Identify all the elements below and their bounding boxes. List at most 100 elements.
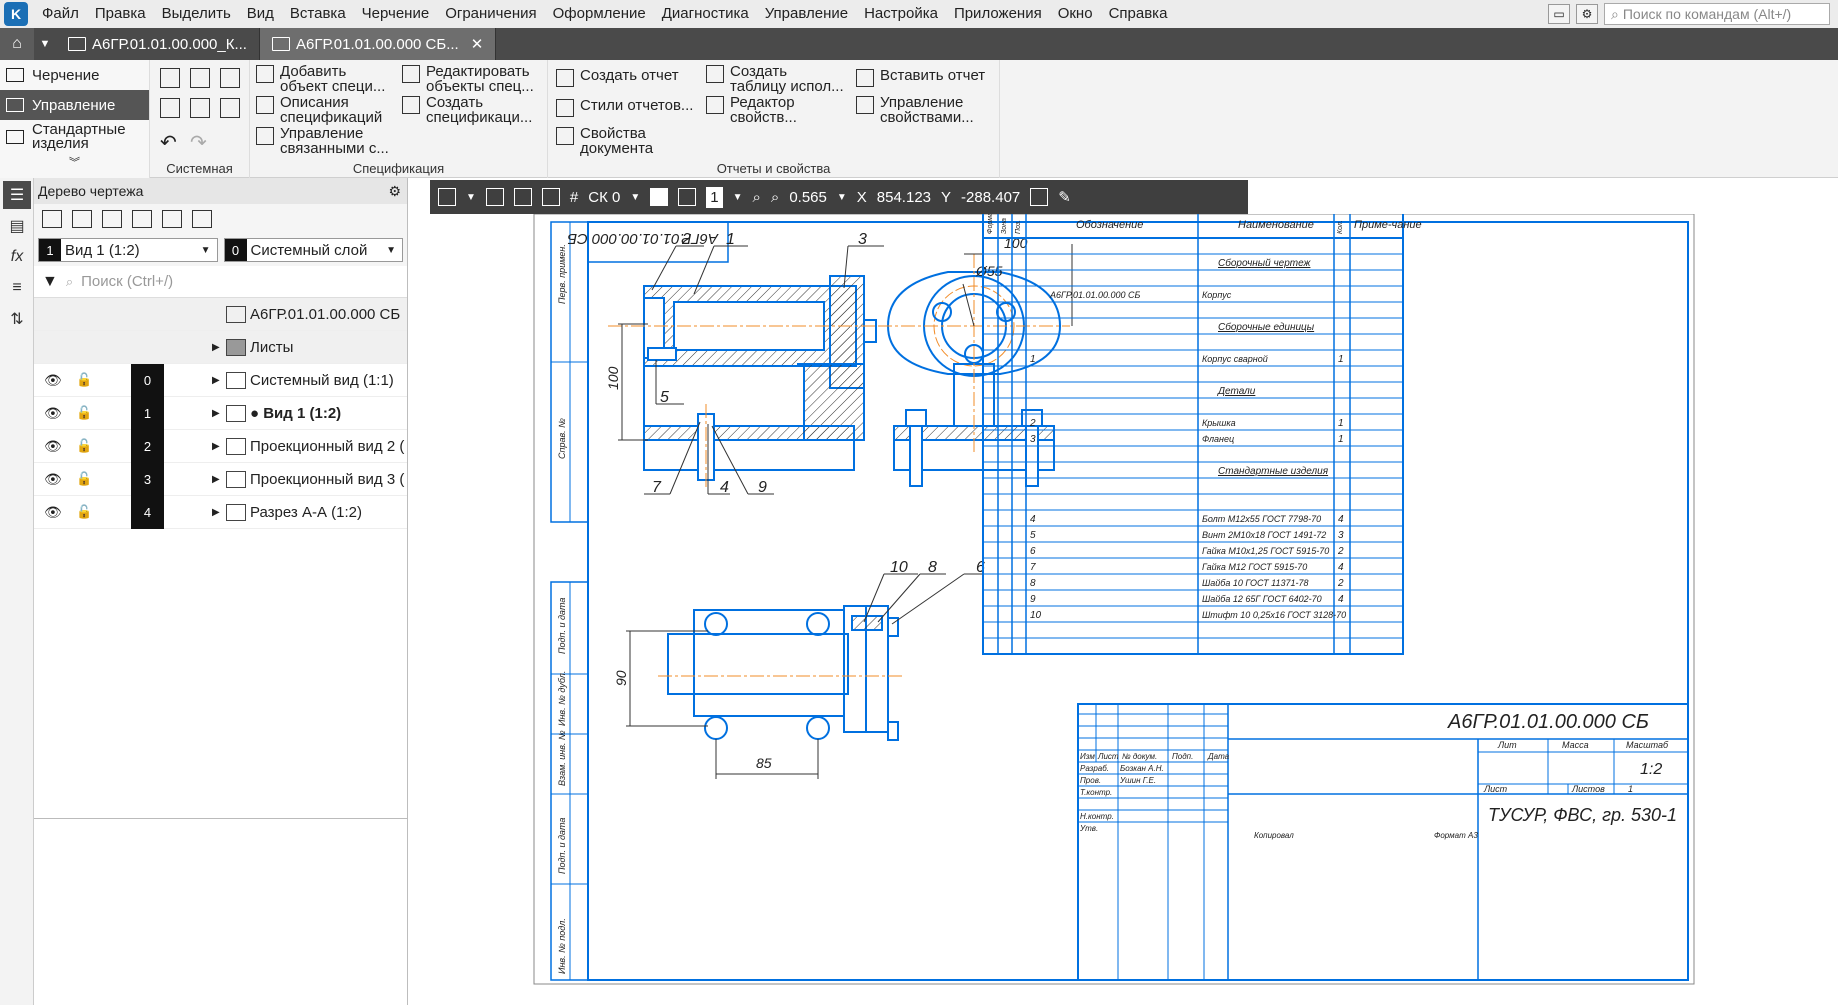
expand-arrow-icon[interactable]: ▶ (212, 440, 220, 452)
print-icon[interactable] (160, 98, 180, 118)
tree-row-view-4[interactable]: 👁 🔓 4 ▶ Разрез А-А (1:2) (34, 496, 407, 529)
drawing-tree-icon[interactable]: ☰ (3, 181, 31, 209)
menu-file[interactable]: Файл (42, 5, 79, 22)
chevron-down-icon[interactable]: ▼ (836, 191, 847, 203)
chevron-down-icon[interactable]: ▼ (732, 191, 743, 203)
menu-view[interactable]: Вид (246, 5, 274, 22)
tab-document-sb[interactable]: А6ГР.01.01.00.000 СБ... ✕ (259, 28, 497, 60)
menu-constraints[interactable]: Ограничения (445, 5, 537, 22)
title-block[interactable]: А6ГР.01.01.00.000 СБ ТУСУР, ФВС, гр. 530… (1077, 703, 1689, 981)
layers-icon[interactable]: ≡ (12, 279, 22, 296)
ribbon-collapse-chevron-icon[interactable]: ︾ (69, 157, 80, 169)
redo-icon[interactable]: ↷ (190, 132, 207, 154)
tree-row-view-0[interactable]: 👁 🔓 0 ▶ Системный вид (1:1) (34, 364, 407, 397)
properties-editor-button[interactable]: Редактор свойств... (706, 95, 846, 125)
lock-icon[interactable]: 🔓 (76, 504, 93, 519)
manage-linked-button[interactable]: Управление связанными с... (256, 126, 396, 156)
zoom-value[interactable]: 0.565 (789, 188, 827, 206)
drawing-sheet[interactable]: Перв. примен. Справ. № Подп. и дата Инв.… (408, 214, 1838, 1005)
zoom-icon[interactable]: ⌕ (770, 188, 780, 206)
layer-icon[interactable] (102, 210, 122, 228)
visibility-eye-icon[interactable]: 👁 (44, 503, 62, 520)
menu-drafting[interactable]: Черчение (361, 5, 430, 22)
tree-root[interactable]: А6ГР.01.01.00.000 СБ (34, 298, 407, 331)
expand-arrow-icon[interactable]: ▶ (212, 407, 220, 419)
command-search-input[interactable]: ⌕ Поиск по командам (Alt+/) (1604, 3, 1830, 25)
ortho-icon[interactable] (485, 188, 504, 206)
close-icon[interactable]: ✕ (470, 36, 484, 53)
menu-design[interactable]: Оформление (552, 5, 646, 22)
top-view[interactable] (658, 605, 904, 741)
image-icon[interactable] (162, 210, 182, 228)
tab-document-k[interactable]: А6ГР.01.01.00.000_К... (56, 28, 260, 60)
lock-icon[interactable]: 🔓 (76, 372, 93, 387)
export-icon[interactable] (220, 98, 240, 118)
layer-number-field[interactable]: 1 (706, 186, 723, 208)
menu-apps[interactable]: Приложения (953, 5, 1042, 22)
add-spec-object-button[interactable]: Добавить объект специ... (256, 64, 396, 94)
y-coordinate-field[interactable]: -288.407 (961, 188, 1021, 206)
insert-report-button[interactable]: Вставить отчет (856, 68, 996, 87)
open-folder-icon[interactable] (190, 68, 210, 88)
save-icon[interactable] (220, 68, 240, 88)
params-icon[interactable] (678, 188, 697, 206)
visibility-eye-icon[interactable]: 👁 (44, 371, 62, 388)
create-usage-table-button[interactable]: Создать таблицу испол... (706, 64, 846, 94)
view-select[interactable]: 1 Вид 1 (1:2) ▼ (38, 238, 218, 262)
visibility-eye-icon[interactable]: 👁 (44, 437, 62, 454)
cursor-params-icon[interactable] (1030, 188, 1049, 206)
tree-row-view-3[interactable]: 👁 🔓 3 ▶ Проекционный вид 3 ( (34, 463, 407, 496)
menu-select[interactable]: Выделить (161, 5, 231, 22)
tab-list-chevron-icon[interactable]: ▼ (39, 38, 51, 50)
layer-select[interactable]: 0 Системный слой ▼ (223, 238, 403, 262)
menu-edit[interactable]: Правка (94, 5, 146, 22)
magnet-icon[interactable] (513, 188, 532, 206)
eyedropper-icon[interactable]: ✎ (1058, 189, 1071, 206)
view-icon[interactable] (72, 210, 92, 228)
menu-help[interactable]: Справка (1108, 5, 1168, 22)
side-view[interactable] (878, 254, 1070, 487)
fragment-icon[interactable] (192, 210, 212, 228)
lock-icon[interactable]: 🔓 (76, 405, 93, 420)
report-styles-button[interactable]: Стили отчетов... (556, 98, 693, 117)
snap-icon[interactable] (438, 188, 456, 206)
document-properties-button[interactable]: Свойства документа (556, 126, 676, 156)
mode-drafting[interactable]: Черчение (0, 60, 149, 90)
lock-icon[interactable]: 🔓 (76, 438, 93, 453)
drawing-canvas[interactable]: Перв. примен. Справ. № Подп. и дата Инв.… (408, 214, 1838, 1005)
preview-icon[interactable] (190, 98, 210, 118)
zoom-window-icon[interactable]: ⌕ (752, 188, 761, 206)
main-section-view[interactable] (608, 275, 878, 489)
mode-standard-parts[interactable]: Стандартные изделия (0, 120, 149, 154)
visibility-eye-icon[interactable]: 👁 (44, 470, 62, 487)
object-icon[interactable] (132, 210, 152, 228)
expand-arrow-icon[interactable]: ▶ (212, 341, 220, 353)
numbering-icon[interactable]: ⇅ (10, 311, 24, 328)
expand-arrow-icon[interactable]: ▶ (212, 506, 220, 518)
lock-icon[interactable]: 🔓 (76, 471, 93, 486)
settings-gear-icon[interactable]: ⚙ (1576, 4, 1598, 24)
filter-icon[interactable]: ▼ (42, 272, 58, 290)
chevron-down-icon[interactable]: ▼ (630, 191, 641, 203)
tree-sheets[interactable]: ▶ Листы (34, 331, 407, 364)
chevron-down-icon[interactable]: ▼ (466, 191, 476, 203)
sheet-icon[interactable] (42, 210, 62, 228)
grid-icon[interactable]: # (569, 188, 579, 206)
new-doc-icon[interactable] (160, 68, 180, 88)
variables-fx-icon[interactable]: fx (10, 248, 24, 265)
edit-spec-objects-button[interactable]: Редактировать объекты спец... (402, 64, 546, 94)
expand-arrow-icon[interactable]: ▶ (212, 374, 220, 386)
menu-insert[interactable]: Вставка (289, 5, 346, 22)
x-coordinate-field[interactable]: 854.123 (876, 188, 932, 206)
spec-descriptions-button[interactable]: Описания спецификаций (256, 95, 396, 125)
tree-row-view-1[interactable]: 👁 🔓 1 ▶ ● Вид 1 (1:2) (34, 397, 407, 430)
undo-icon[interactable]: ↶ (160, 132, 177, 154)
menu-manage[interactable]: Управление (764, 5, 849, 22)
eye-view-icon[interactable] (541, 188, 560, 206)
menu-settings[interactable]: Настройка (864, 5, 938, 22)
corner-icon[interactable] (650, 188, 669, 206)
parameters-icon[interactable]: ▤ (9, 218, 25, 235)
menu-diagnostics[interactable]: Диагностика (661, 5, 749, 22)
home-icon[interactable]: ⌂ (0, 28, 34, 60)
